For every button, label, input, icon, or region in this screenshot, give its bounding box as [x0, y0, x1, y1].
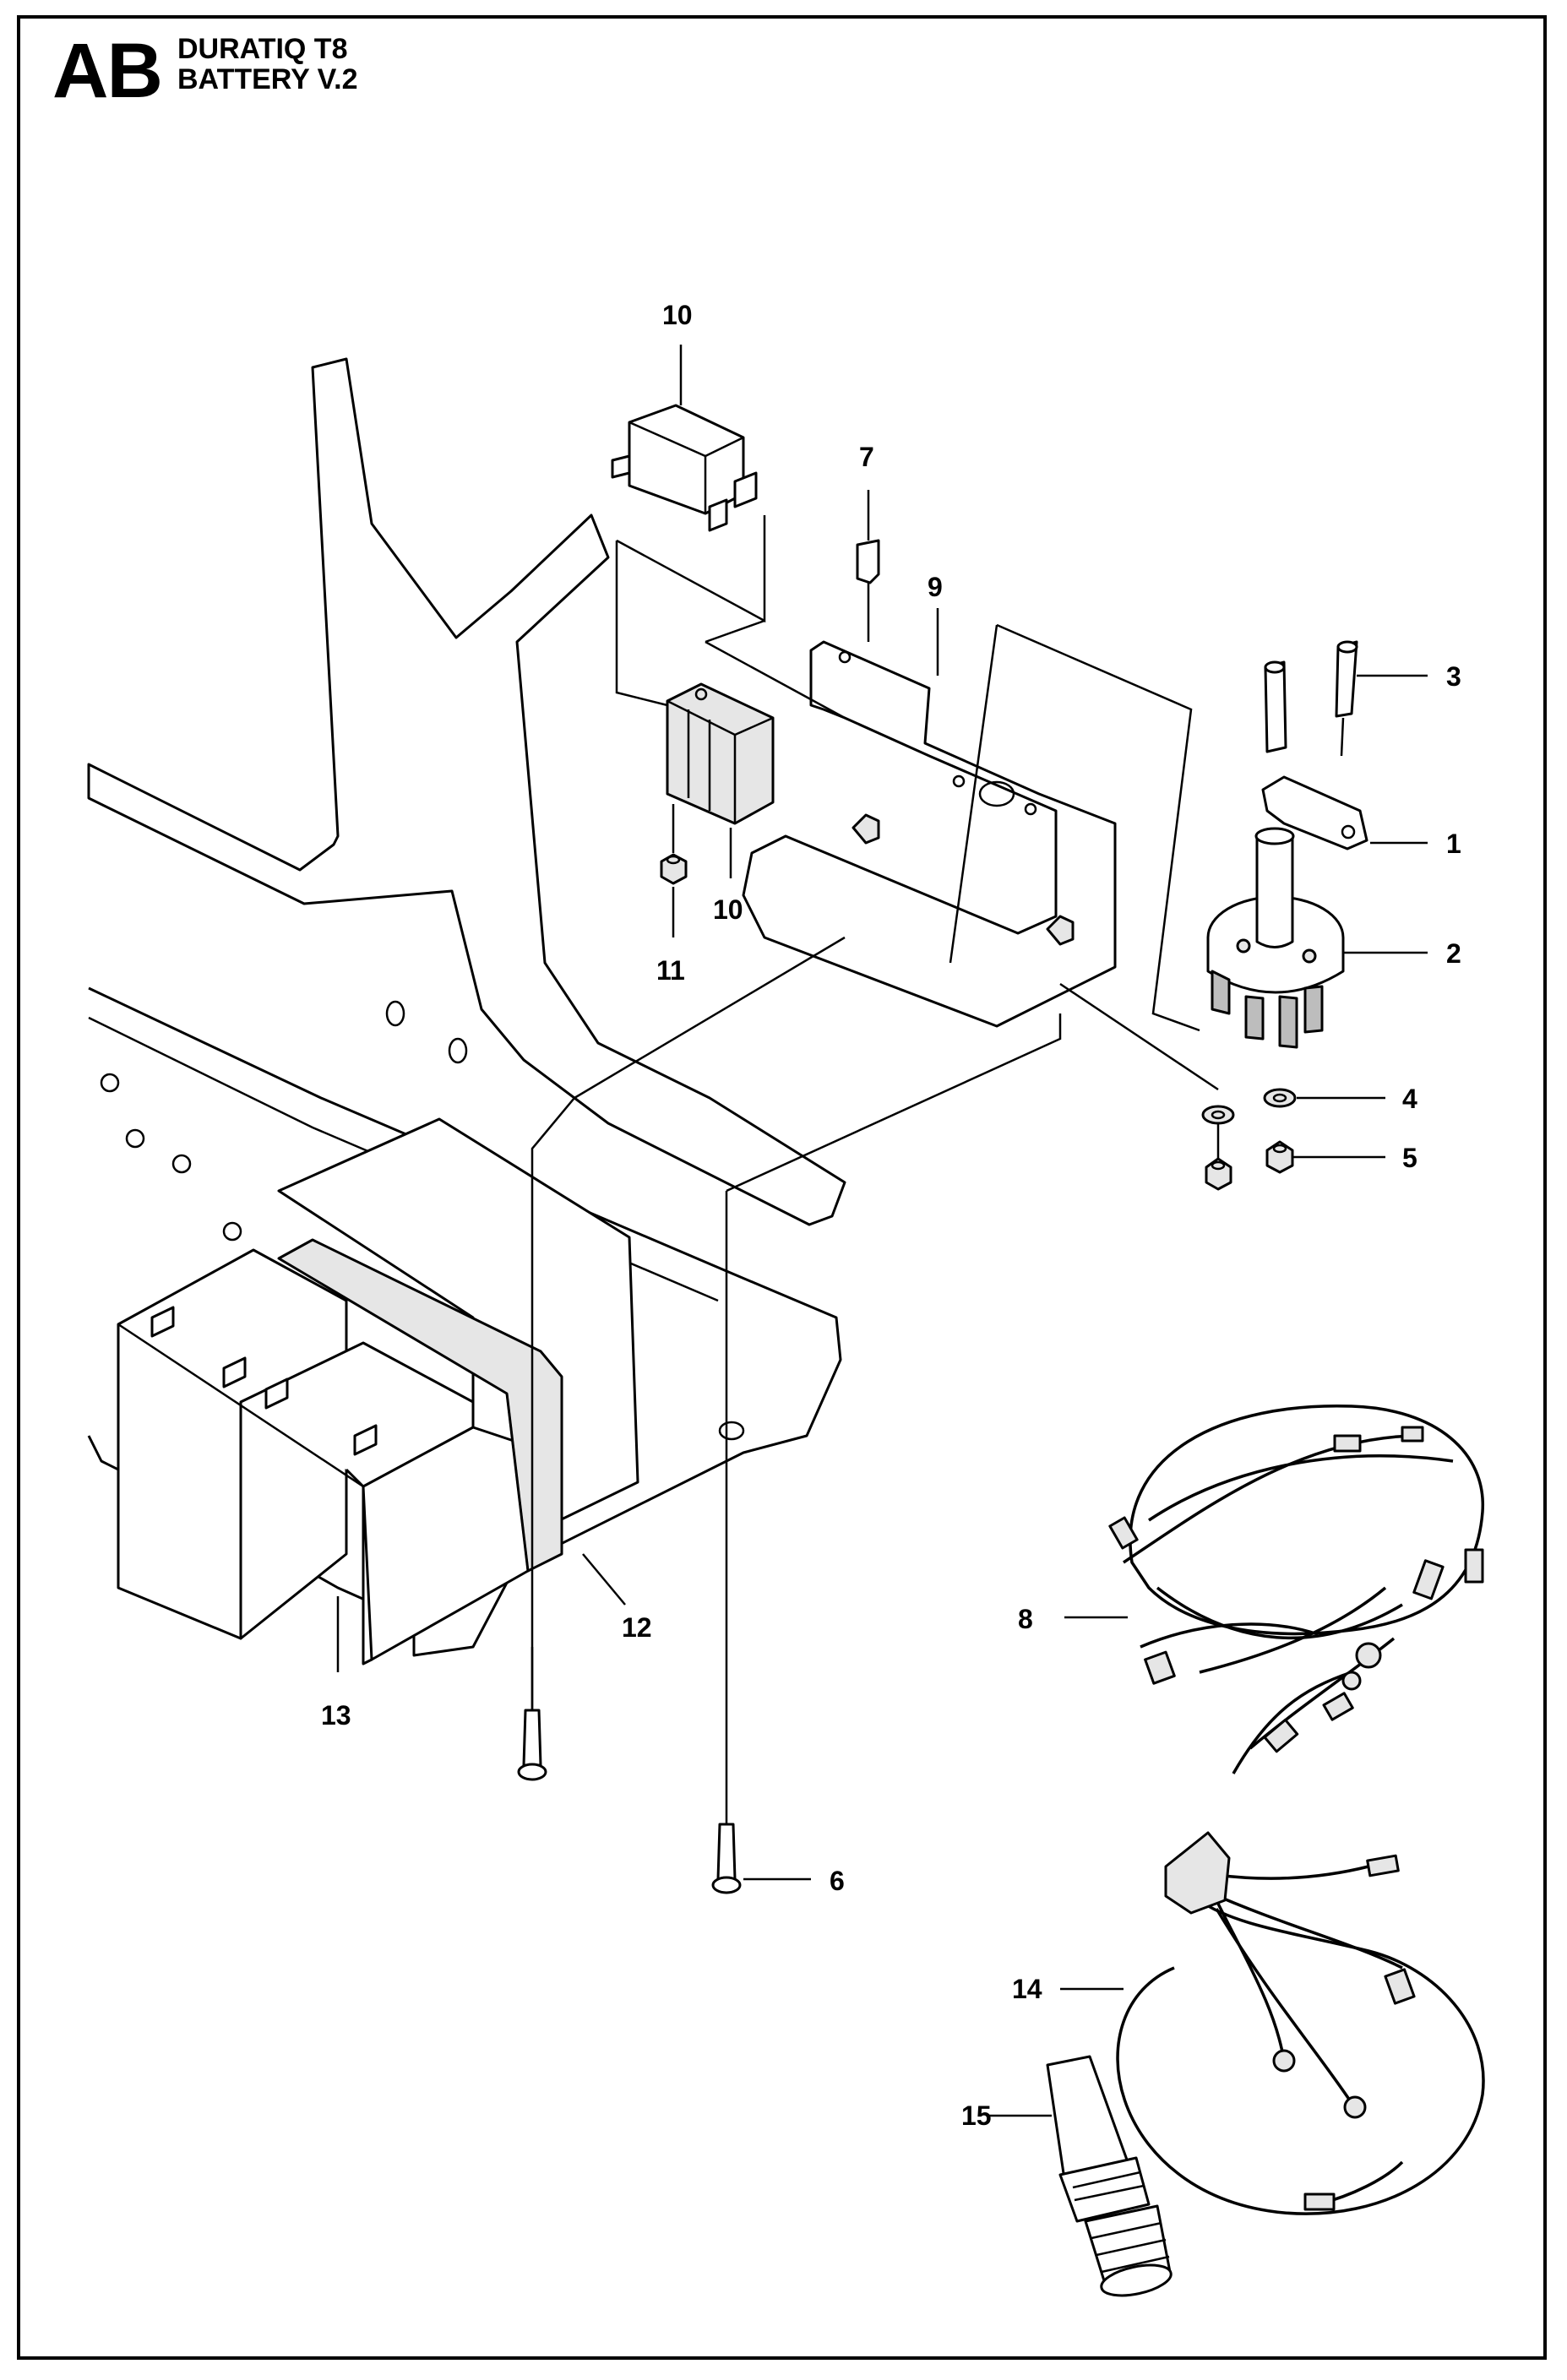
callout-2: 2: [1446, 938, 1461, 969]
callout-12: 12: [622, 1612, 652, 1643]
callout-4: 4: [1402, 1084, 1417, 1114]
callout-10-holder: 10: [713, 894, 743, 925]
nut-5: [1265, 1140, 1294, 1174]
battery-isolator-switch: [1206, 640, 1368, 1049]
nut-11: [660, 804, 688, 885]
callout-14: 14: [1012, 1974, 1042, 2004]
leader-lines: [336, 345, 1428, 2117]
relay-assembly: [611, 404, 846, 825]
title-model: DURATIQ T8: [177, 33, 348, 65]
title-section: BATTERY V.2: [177, 63, 358, 95]
wiring-harness: [1108, 1404, 1484, 1774]
callout-8: 8: [1018, 1604, 1033, 1634]
callout-3: 3: [1446, 661, 1461, 692]
chassis-frame-strip: [87, 357, 846, 1226]
charging-cable: [1116, 1831, 1485, 2215]
callout-10-relay: 10: [662, 300, 693, 330]
callout-labels: 1 2 3 4 5 6 7 8 9 10 10 11 12 13 14 15: [321, 300, 1461, 2131]
callout-13: 13: [321, 1700, 351, 1731]
callout-1: 1: [1446, 829, 1461, 859]
callout-7: 7: [859, 442, 874, 472]
page-border: [17, 15, 1547, 2360]
charging-socket: [1046, 2055, 1173, 2297]
callout-9: 9: [928, 572, 943, 602]
battery-pack: [117, 1117, 639, 1665]
washer-4: [1263, 1088, 1297, 1108]
section-code: AB: [52, 28, 163, 114]
callout-15: 15: [961, 2100, 992, 2131]
bolt-base-plate: [517, 1647, 547, 1781]
washer-nut-pair-bracket: [1059, 982, 1235, 1191]
bolt-6: [711, 1823, 742, 1894]
callout-11: 11: [656, 955, 685, 986]
screw-7: [856, 539, 880, 642]
callout-6: 6: [830, 1866, 845, 1896]
switch-mounting-bracket: [530, 623, 1200, 1824]
callout-5: 5: [1402, 1143, 1417, 1173]
